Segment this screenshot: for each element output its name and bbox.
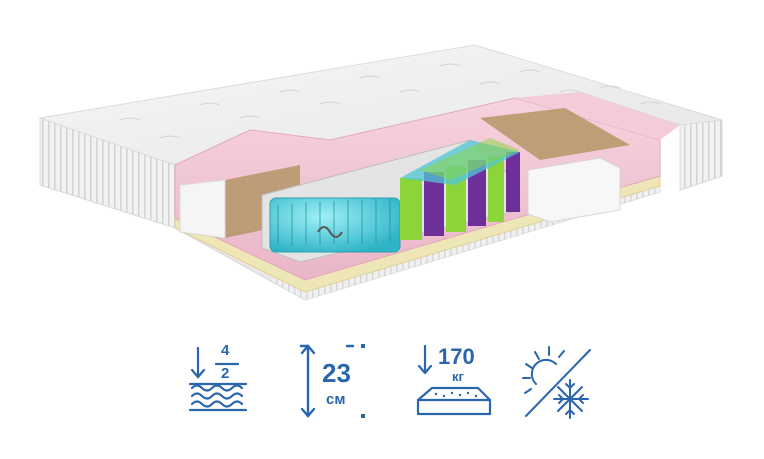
mattress-cutaway-image xyxy=(39,44,723,301)
load-value: 170 xyxy=(438,344,475,369)
load-unit: кг xyxy=(452,369,464,384)
mattress-illustration xyxy=(39,44,723,301)
height-unit: см xyxy=(326,391,346,408)
feature-icons-row: 4 2 23 см xyxy=(0,338,764,428)
firmness-top-value: 4 xyxy=(221,342,230,359)
load-icon xyxy=(416,344,492,416)
climate-feature xyxy=(522,338,594,428)
firmness-icon xyxy=(188,346,248,412)
height-feature: 23 см xyxy=(298,338,368,428)
firmness-feature: 4 2 xyxy=(188,338,248,428)
white-foam-blocks xyxy=(179,157,621,239)
sun-snowflake-icon xyxy=(522,346,591,419)
height-value: 23 xyxy=(322,358,351,388)
pocket-spring-block xyxy=(261,138,521,263)
cyan-springs xyxy=(269,197,401,253)
load-feature: 170 кг xyxy=(412,338,492,428)
height-icon xyxy=(299,344,365,418)
purple-green-springs xyxy=(400,138,520,240)
firmness-bottom-value: 2 xyxy=(221,365,230,382)
